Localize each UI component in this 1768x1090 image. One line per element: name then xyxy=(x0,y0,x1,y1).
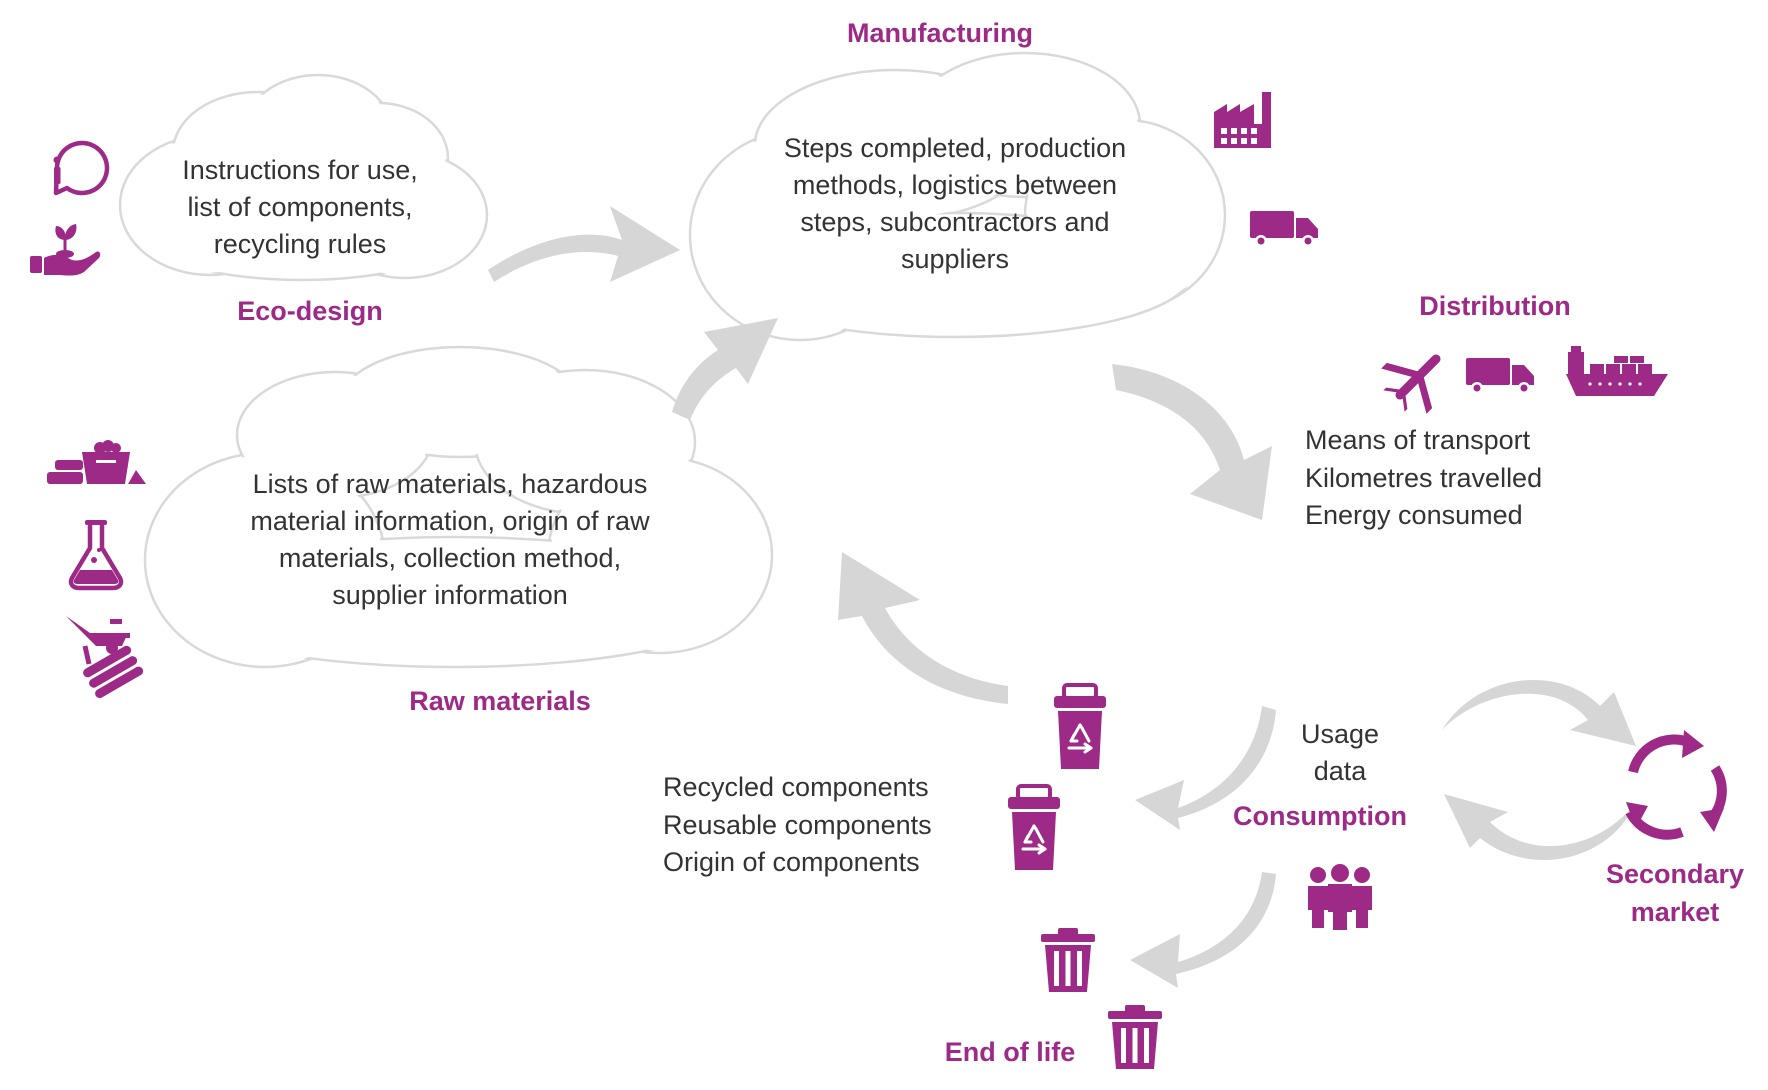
distribution-info-item: Kilometres travelled xyxy=(1305,462,1543,493)
arrow-secondary-to-consumption xyxy=(1444,794,1636,861)
recycling-info-item: Origin of components xyxy=(663,847,920,877)
arrow-consumption-to-end-of-life xyxy=(1130,872,1276,988)
wheelbarrow-logs-icon xyxy=(66,616,144,699)
arrow-raw-to-manufacturing xyxy=(672,318,778,420)
raw-materials-info-line: supplier information xyxy=(332,580,568,610)
recycle-bin-icon xyxy=(1006,784,1062,872)
arrow-eco-to-manufacturing xyxy=(488,206,680,282)
secondary-market-label-line: market xyxy=(1630,897,1720,927)
trash-can-icon xyxy=(1108,1005,1162,1069)
eco-design-label: Eco-design xyxy=(237,296,383,326)
distribution-info-item: Energy consumed xyxy=(1305,500,1523,530)
eco-design-info-line: Instructions for use, xyxy=(182,155,418,185)
cargo-ship-icon xyxy=(1566,346,1668,396)
usage-data-line: Usage xyxy=(1300,719,1380,749)
usage-data-text: Usage data xyxy=(1280,716,1400,790)
raw-materials-info-line: Lists of raw materials, hazardous xyxy=(252,469,648,499)
recycle-bin-icon xyxy=(1052,683,1108,771)
secondary-market-label: Secondary market xyxy=(1595,855,1755,931)
ore-cart-icon xyxy=(47,440,146,484)
usage-data-line: data xyxy=(1313,756,1367,786)
end-of-life-label: End of life xyxy=(944,1037,1076,1067)
raw-materials-info-line: material information, origin of raw xyxy=(250,506,650,536)
eco-design-info: Instructions for use, list of components… xyxy=(150,152,450,263)
arrow-consumption-to-raw xyxy=(838,552,1008,704)
truck-icon xyxy=(1466,358,1534,394)
flow-arrows xyxy=(488,206,1636,988)
raw-materials-info: Lists of raw materials, hazardous materi… xyxy=(225,466,675,614)
manufacturing-info-line: steps, subcontractors and xyxy=(800,207,1110,237)
raw-materials-info-line: materials, collection method, xyxy=(278,543,622,573)
arrow-manufacturing-to-distribution xyxy=(1112,364,1272,520)
manufacturing-info-line: Steps completed, production xyxy=(783,133,1127,163)
truck-icon xyxy=(1250,211,1318,247)
info-bubble-icon xyxy=(53,140,110,196)
airplane-icon xyxy=(1381,354,1441,414)
factory-icon xyxy=(1214,92,1271,148)
eco-design-info-line: list of components, xyxy=(187,192,413,222)
distribution-label: Distribution xyxy=(1419,291,1571,321)
manufacturing-info-line: suppliers xyxy=(900,244,1010,274)
consumption-label: Consumption xyxy=(1233,801,1407,831)
arrow-consumption-to-secondary xyxy=(1442,679,1636,746)
recycling-info-item: Reusable components xyxy=(663,809,932,840)
distribution-info: Means of transport Kilometres travelled … xyxy=(1305,422,1542,535)
hand-with-plant-icon xyxy=(30,224,101,276)
raw-materials-label: Raw materials xyxy=(409,686,591,716)
recycling-info-item: Recycled components xyxy=(663,772,929,802)
arrow-consumption-to-recycling xyxy=(1135,706,1276,830)
people-icon xyxy=(1308,864,1372,930)
secondary-market-label-line: Secondary xyxy=(1605,859,1745,889)
eco-design-info-line: recycling rules xyxy=(213,229,387,259)
distribution-info-item: Means of transport xyxy=(1305,425,1531,455)
manufacturing-info: Steps completed, production methods, log… xyxy=(770,130,1140,278)
manufacturing-info-line: methods, logistics between xyxy=(792,170,1118,200)
flask-icon xyxy=(68,520,124,591)
manufacturing-label: Manufacturing xyxy=(847,18,1033,48)
recycling-info: Recycled components Reusable components … xyxy=(663,769,932,882)
trash-can-icon xyxy=(1041,928,1095,992)
